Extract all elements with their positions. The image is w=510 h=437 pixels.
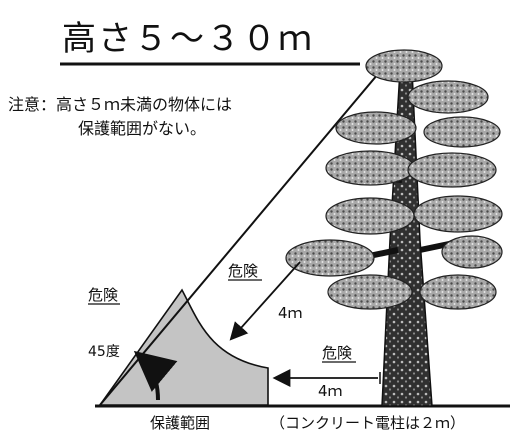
protection-angle-line	[99, 61, 389, 406]
danger-label-right: 危険	[322, 344, 352, 362]
concrete-pole-note: （コンクリート電柱は２ｍ）	[270, 414, 465, 432]
side-distance-label: 4ｍ	[278, 304, 303, 322]
danger-label-left: 危険	[88, 286, 118, 304]
note-line-2: 保護範囲がない。	[78, 119, 206, 138]
ground-distance-label: 4ｍ	[318, 382, 343, 400]
protected-area-shading	[98, 288, 269, 406]
side-distance-arrow	[229, 261, 301, 341]
note-line-1: 注意：高さ５ｍ未満の物体には	[8, 95, 232, 114]
angle-arc-arrow	[133, 350, 178, 401]
protected-area-label: 保護範囲	[150, 414, 210, 432]
diagram-title: 高さ５～３０ｍ	[62, 19, 314, 59]
tree-foliage	[285, 49, 503, 310]
danger-label-middle: 危険	[228, 262, 258, 280]
angle-label: 45度	[88, 344, 120, 360]
